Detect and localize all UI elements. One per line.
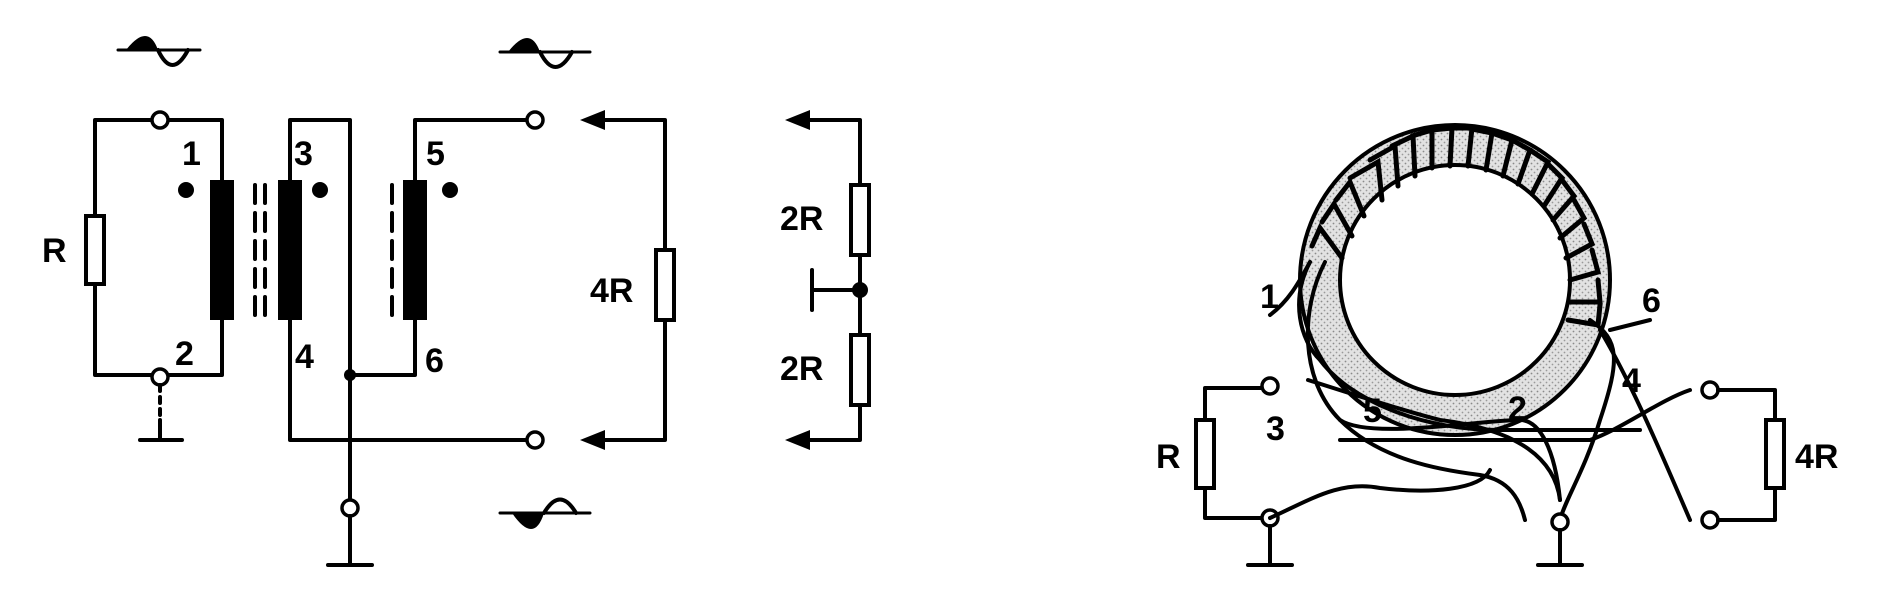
toroid-label-pin-3: 3 bbox=[1266, 410, 1285, 448]
toroid-label-r: R bbox=[1156, 438, 1181, 476]
resistor-2r-bottom bbox=[849, 333, 871, 407]
resistor-4r-left bbox=[654, 248, 676, 322]
resistor-4r-toroid bbox=[1764, 418, 1786, 490]
resistor-r-toroid bbox=[1194, 418, 1216, 490]
arrow-divider-top-icon bbox=[785, 110, 810, 130]
toroid-center-ground bbox=[1536, 512, 1584, 567]
label-pin-3: 3 bbox=[294, 135, 313, 173]
label-r-left: R bbox=[42, 232, 67, 270]
output-terminal-bottom bbox=[525, 430, 545, 450]
winding-3-4-circuit bbox=[278, 118, 537, 442]
output-waveform-bottom-icon bbox=[498, 497, 592, 529]
label-2r-bottom: 2R bbox=[780, 350, 823, 388]
label-pin-1: 1 bbox=[182, 135, 201, 173]
toroid-windings bbox=[1309, 125, 1603, 328]
primary-circuit bbox=[84, 110, 234, 442]
resistor-divider: 2R 2R bbox=[780, 110, 871, 450]
input-terminal-bottom bbox=[150, 367, 170, 387]
toroid-label-pin-6: 6 bbox=[1642, 282, 1661, 320]
arrow-divider-bottom-icon bbox=[785, 430, 810, 450]
core-lines bbox=[253, 183, 394, 322]
load-4r bbox=[580, 110, 676, 450]
label-4r-left: 4R bbox=[590, 272, 633, 310]
polarity-dot-3 bbox=[312, 182, 328, 198]
toroid-label-4r: 4R bbox=[1795, 438, 1838, 476]
polarity-dot-5 bbox=[442, 182, 458, 198]
winding-5-6-circuit bbox=[326, 118, 537, 567]
transformer-schematic: R 1 2 3 4 5 6 4R bbox=[42, 36, 676, 567]
label-pin-6: 6 bbox=[425, 342, 444, 380]
input-terminal-top bbox=[150, 110, 170, 130]
label-pin-5: 5 bbox=[426, 135, 445, 173]
output-terminal-top bbox=[525, 110, 545, 130]
winding-1-2 bbox=[210, 180, 234, 320]
toroid-label-pin-5: 5 bbox=[1363, 392, 1382, 430]
winding-3-4 bbox=[278, 180, 302, 320]
winding-5-6 bbox=[403, 180, 427, 320]
polarity-dot-1 bbox=[178, 182, 194, 198]
center-tap-terminal bbox=[340, 498, 360, 518]
label-pin-2: 2 bbox=[175, 335, 194, 373]
arrow-bottom-icon bbox=[580, 430, 605, 450]
resistor-r-left bbox=[84, 214, 106, 286]
output-waveform-top-icon bbox=[498, 38, 592, 69]
toroid-wires bbox=[1268, 260, 1692, 522]
toroid-label-pin-4: 4 bbox=[1622, 362, 1641, 400]
toroid-label-pin-1: 1 bbox=[1260, 278, 1279, 316]
label-2r-top: 2R bbox=[780, 200, 823, 238]
toroid-resistor-r bbox=[1194, 376, 1492, 567]
input-waveform-icon bbox=[116, 36, 202, 67]
toroid-resistor-4r bbox=[1700, 380, 1786, 530]
label-pin-4: 4 bbox=[295, 338, 314, 376]
toroid-transformer: R 4R 1 2 3 4 5 6 bbox=[1156, 123, 1838, 567]
toroid-label-pin-2: 2 bbox=[1508, 390, 1527, 428]
arrow-top-icon bbox=[580, 110, 605, 130]
resistor-2r-top bbox=[849, 183, 871, 257]
